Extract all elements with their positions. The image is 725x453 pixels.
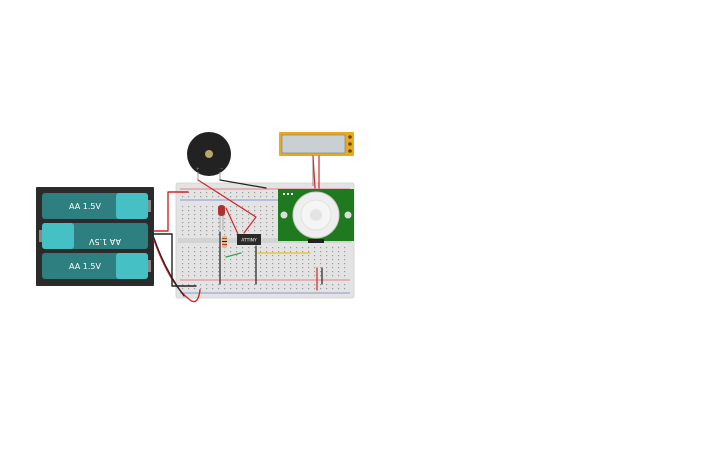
chip-label: ATTINY bbox=[241, 238, 257, 244]
buzzer-plus-label: + bbox=[196, 166, 199, 171]
attiny-chip[interactable]: ATTINY bbox=[237, 234, 261, 245]
wire-black-buzzer bbox=[219, 179, 267, 189]
piezo-buzzer[interactable]: + − bbox=[187, 132, 231, 180]
wire-red-internal bbox=[225, 207, 239, 235]
battery-pack[interactable]: AA 1.5V AA 1.5V AA 1.5V bbox=[36, 187, 154, 286]
battery-cell-1-label: AA 1.5V bbox=[69, 202, 101, 211]
pir-sensor[interactable] bbox=[278, 189, 354, 243]
led[interactable] bbox=[218, 205, 225, 230]
resistor[interactable] bbox=[222, 236, 227, 248]
wire-red-buzzer bbox=[197, 179, 257, 234]
buzzer-minus-label: − bbox=[220, 166, 223, 171]
slide-potentiometer[interactable] bbox=[279, 132, 354, 186]
battery-cell-3[interactable]: AA 1.5V bbox=[42, 253, 151, 279]
battery-cell-2[interactable]: AA 1.5V bbox=[39, 223, 148, 249]
wire-black-battery-2 bbox=[153, 237, 185, 297]
wire-green bbox=[225, 252, 242, 258]
battery-cell-1[interactable]: AA 1.5V bbox=[42, 193, 151, 219]
battery-cell-2-label: AA 1.5V bbox=[89, 237, 121, 246]
battery-cell-3-label: AA 1.5V bbox=[69, 262, 101, 271]
wire-red-pot bbox=[312, 155, 316, 189]
wire-red-battery bbox=[153, 191, 189, 232]
wires[interactable] bbox=[153, 155, 323, 303]
wire-black-battery bbox=[153, 233, 197, 287]
wire-red-battery-2 bbox=[153, 239, 201, 303]
